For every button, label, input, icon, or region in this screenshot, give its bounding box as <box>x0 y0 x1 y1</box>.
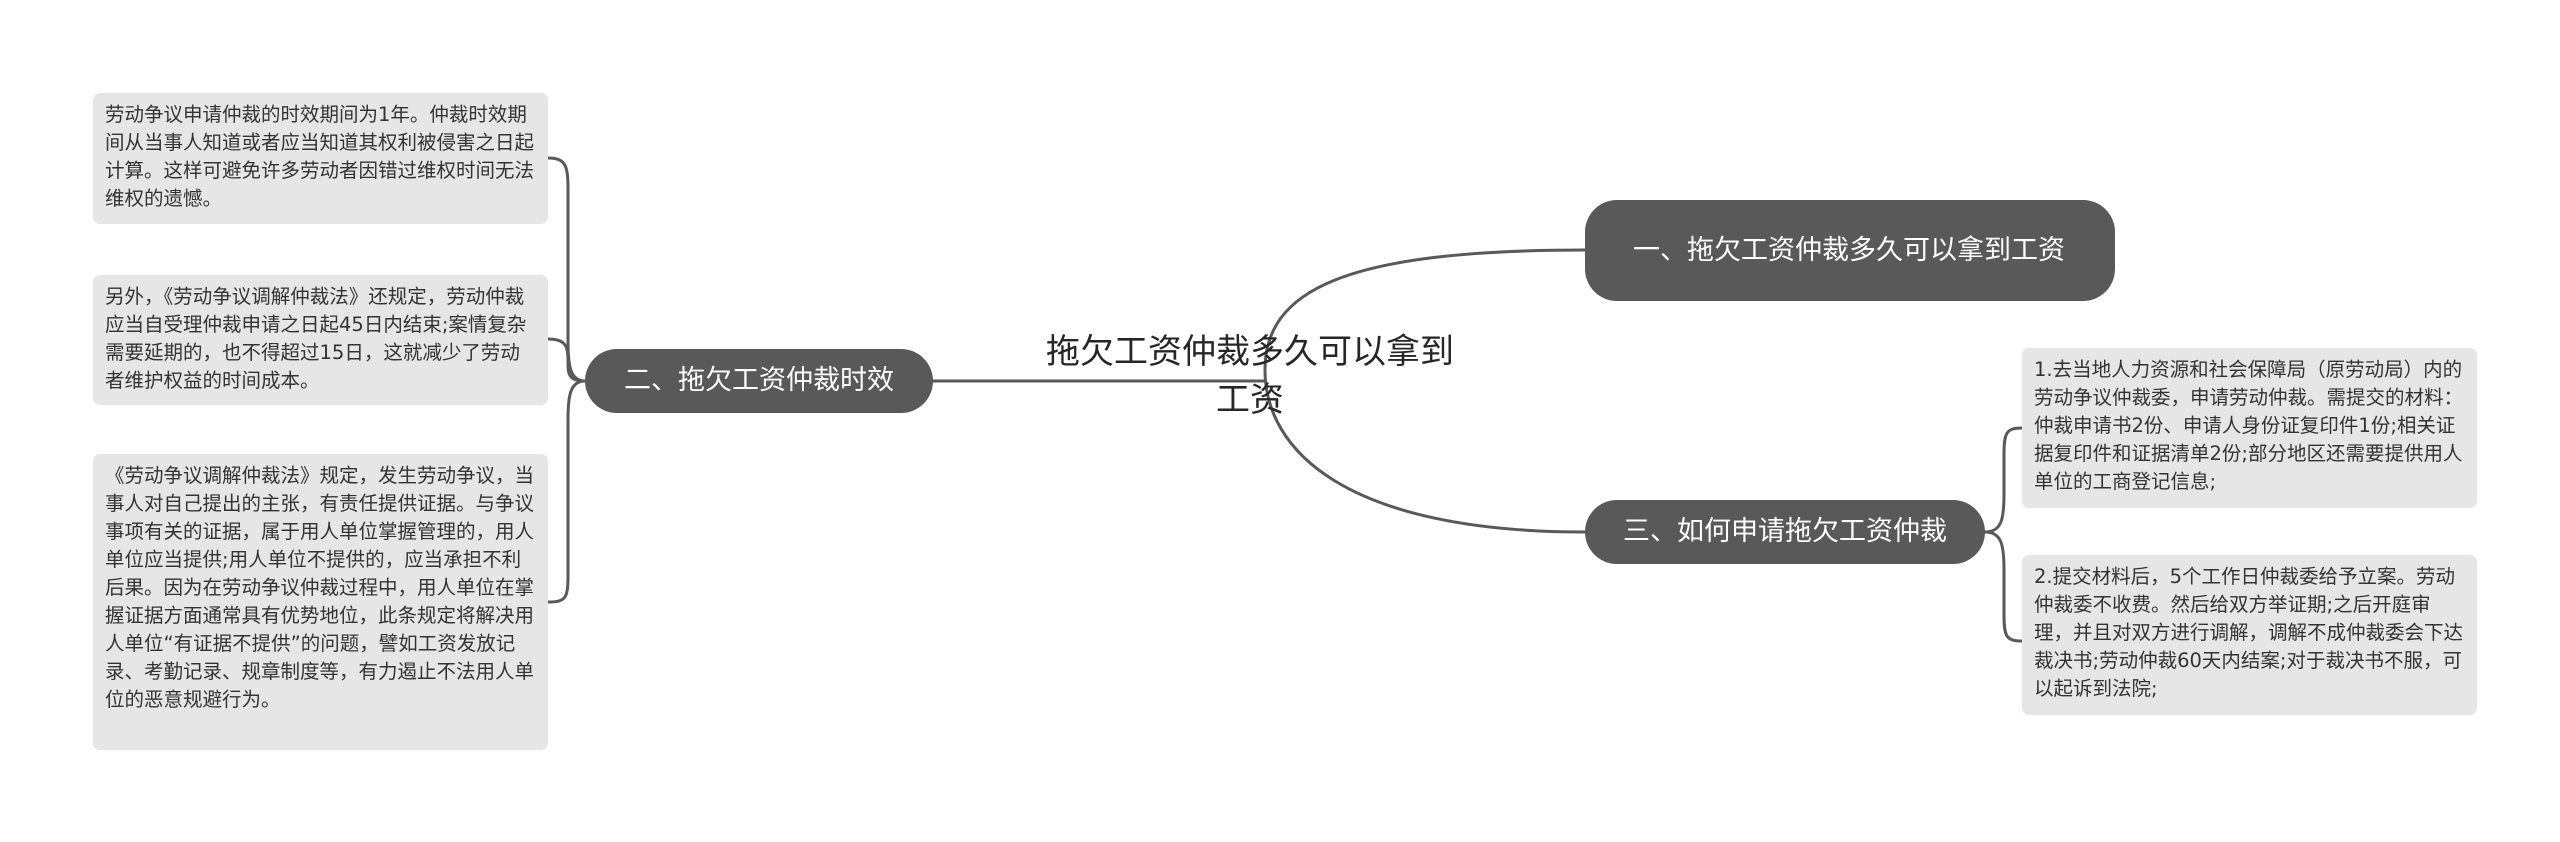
link-branch-3-leaf-5 <box>1983 530 2024 643</box>
link-branch-2-leaf-1 <box>546 156 587 383</box>
link-root-branch-1 <box>1263 248 1587 372</box>
link-branch-2-leaf-2 <box>546 337 587 383</box>
link-branch-2-leaf-3 <box>546 379 587 604</box>
branch-topic-1-label: 一、拖欠工资仲裁多久可以拿到工资 <box>1633 234 2065 266</box>
root-topic: 拖欠工资仲裁多久可以拿到工资 <box>1046 332 1454 420</box>
leaf-note-1: 劳动争议申请仲裁的时效期间为1年。仲裁时效期间从当事人知道或者应当知道其权利被侵… <box>93 93 548 224</box>
branch-topic-2-label: 二、拖欠工资仲裁时效 <box>624 365 894 396</box>
leaf-note-4: 1.去当地人力资源和社会保障局（原劳动局）内的劳动争议仲裁委，申请劳动仲裁。需提… <box>2022 348 2477 508</box>
branch-topic-3-label: 三、如何申请拖欠工资仲裁 <box>1623 516 1947 547</box>
leaf-note-3: 《劳动争议调解仲裁法》规定，发生劳动争议，当事人对自己提出的主张，有责任提供证据… <box>93 454 548 750</box>
leaf-note-2: 另外，《劳动争议调解仲裁法》还规定，劳动仲裁应当自受理仲裁申请之日起45日内结束… <box>93 275 548 405</box>
link-root-branch-3 <box>1263 368 1587 534</box>
branch-topic-3: 三、如何申请拖欠工资仲裁 <box>1585 500 1985 564</box>
link-branch-3-leaf-4 <box>1983 426 2024 534</box>
leaf-note-5: 2.提交材料后，5个工作日仲裁委给予立案。劳动仲裁委不收费。然后给双方举证期;之… <box>2022 555 2477 715</box>
branch-topic-1: 一、拖欠工资仲裁多久可以拿到工资 <box>1585 200 2115 301</box>
branch-topic-2: 二、拖欠工资仲裁时效 <box>585 349 933 413</box>
